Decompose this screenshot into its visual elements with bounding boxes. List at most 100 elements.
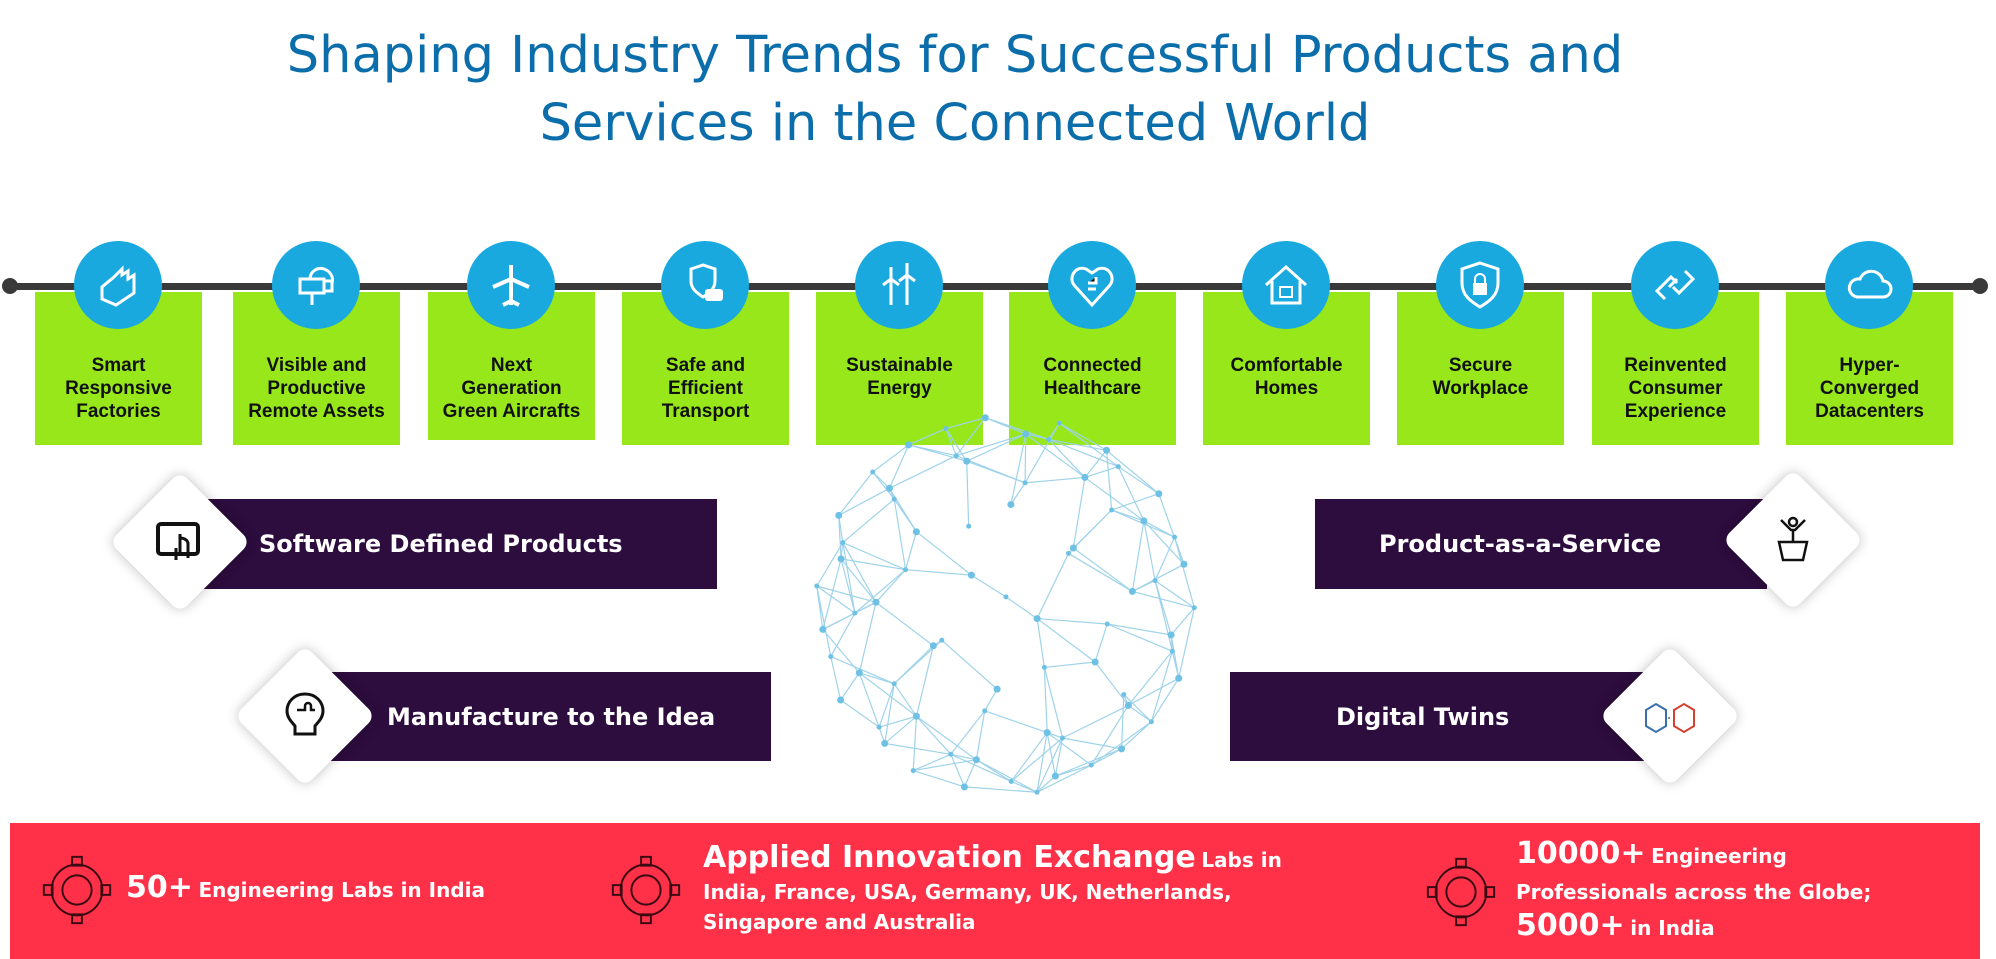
globe-link [822,629,860,674]
globe-node [1175,674,1183,682]
globe-node [1115,464,1121,470]
globe-link [950,753,977,761]
product-as-a-service-banner: Product-as-a-Service [1315,499,1767,589]
globe-link [913,759,977,772]
globe-link [1154,536,1176,581]
globe-node [982,708,988,714]
globe-link [1025,433,1086,478]
globe-link [1062,737,1122,750]
globe-node [1167,631,1175,639]
globe-node [835,511,843,519]
trend-icon-circle [467,241,555,329]
globe-link [1117,466,1145,522]
trend-label: Reinvented Consumer Experience [1624,355,1727,422]
title-line-1: Shaping Industry Trends for Successful P… [286,26,1624,85]
globe-node [1104,621,1110,627]
globe-link [816,585,856,614]
globe-link [915,645,934,717]
globe-node [840,540,846,546]
globe-node [1155,490,1163,498]
trend-label: Comfortable Homes [1230,355,1343,399]
globe-link [1084,466,1119,478]
globe-link [1111,509,1145,522]
globe-node [819,625,827,633]
globe-link [1106,623,1173,652]
globe-link [872,444,909,473]
box-person-icon-badge [1722,469,1864,611]
globe-link [854,569,906,614]
globe-link [1127,650,1173,706]
globe-link [1143,520,1185,565]
globe-link [985,417,1026,435]
globe-link [1128,677,1180,706]
professionals-count: 10000+ [1516,836,1646,871]
globe-node [1152,578,1158,584]
globe-link [858,672,917,717]
globe-link [945,428,957,456]
globe-node [966,523,972,529]
globe-link [915,715,952,755]
software-defined-products-banner: Software Defined Products [193,499,717,589]
globe-node [1128,587,1136,595]
lightbulb-puzzle-icon-badge [234,645,376,787]
trend-label: Connected Healthcare [1043,355,1142,399]
timeline-end-dot [1972,278,1988,294]
globe-link [842,542,856,614]
globe-node [1022,430,1030,438]
globe-link [950,753,1012,782]
globe-link [971,574,1007,598]
globe-link [1054,737,1064,777]
globe-link [1178,607,1195,679]
aie-countries-2: Singapore and Australia [703,910,976,934]
globe-node [993,685,1001,693]
trend-label: Safe and Efficient Transport [661,355,750,422]
globe-node [837,696,845,704]
globe-link [893,499,907,570]
india-text: in India [1630,916,1715,940]
globe-node [1121,692,1127,698]
globe-link [1150,650,1173,722]
stat-labs: 50+ Engineering Labs in India [38,851,485,929]
trend-icon-circle [1825,241,1913,329]
india-count: 5000+ [1516,908,1625,943]
globe-node [1069,544,1077,552]
trend-icon-circle [1631,241,1719,329]
globe-link [912,753,952,772]
box-person-icon [1777,516,1809,562]
globe-link [1005,596,1038,620]
globe-node [1109,507,1115,513]
trend-icon-circle [1048,241,1136,329]
gear-icon [1426,857,1496,927]
globe-link [1024,422,1060,484]
globe-link [963,759,977,788]
globe-link [830,656,895,685]
trend-label: Secure Workplace [1432,355,1529,399]
trend-icon-circle [272,241,360,329]
globe-node [891,681,897,687]
globe-node [960,783,968,791]
globe-link [872,471,895,500]
globe-link [1036,732,1048,793]
globe-link [816,585,832,657]
globe-node [855,669,863,677]
globe-link [838,515,844,543]
globe-node [1140,517,1148,525]
trend-label: Next Generation Green Aircrafts [442,355,581,422]
globe-link [884,683,895,744]
globe-node [1172,534,1178,540]
globe-node [1022,480,1028,486]
globe-link [1107,623,1172,636]
globe-link [1127,704,1152,723]
globe-link [945,417,986,430]
trend-label: Sustainable Energy [846,355,953,399]
globe-node [1088,762,1094,768]
globe-link [1025,476,1085,484]
globe-node [891,496,897,502]
globe-node [910,768,916,774]
trend-card: Smart Responsive Factories [35,292,202,445]
globe-node [1118,745,1126,753]
globe-node [1169,648,1175,654]
globe-link [1036,775,1056,793]
globe-node [963,457,971,465]
home-icon [1264,264,1308,305]
